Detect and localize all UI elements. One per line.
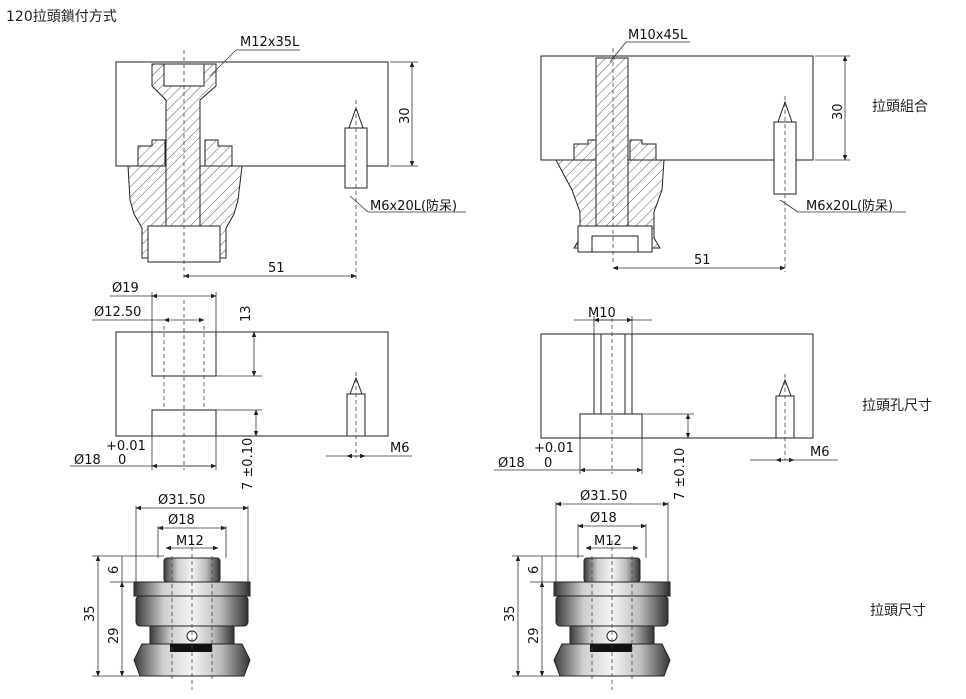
- left-hole-view: Ø19 Ø12.50 13 +0.01 0 Ø18 7 ±0.10 M6: [70, 281, 412, 490]
- right-d3150: Ø31.50: [580, 489, 627, 504]
- right-bolt-label: M10x45L: [628, 28, 688, 43]
- right-d18: Ø18: [498, 456, 525, 471]
- left-assembly-view: M12x35L 30 M6x20L(防呆) 51: [115, 35, 466, 280]
- right-tol-zero: 0: [544, 456, 552, 471]
- right-bolt: [595, 57, 629, 227]
- left-depth7: 7 ±0.10: [241, 438, 256, 490]
- right-h6: 6: [527, 566, 542, 574]
- left-d18: Ø18: [74, 453, 101, 468]
- left-h35: 35: [83, 605, 98, 622]
- right-h29: 29: [527, 627, 542, 644]
- left-plate-height: 30: [398, 107, 413, 124]
- right-stud-view: Ø31.50 Ø18 M12 35 29 6: [503, 489, 671, 690]
- label-hole-size: 拉頭孔尺寸: [862, 398, 932, 414]
- right-m6: M6: [810, 445, 830, 460]
- left-offset: 51: [268, 261, 285, 276]
- right-tol-plus: +0.01: [534, 441, 574, 456]
- right-h35: 35: [503, 605, 518, 622]
- left-h6: 6: [107, 566, 122, 574]
- right-offset: 51: [694, 253, 711, 268]
- left-tol-plus: +0.01: [106, 439, 146, 454]
- left-d3150: Ø31.50: [158, 493, 205, 508]
- right-pin-label: M6x20L(防呆): [806, 198, 893, 214]
- left-d1250: Ø12.50: [94, 305, 141, 320]
- left-pin-label: M6x20L(防呆): [370, 198, 457, 214]
- label-stud-size: 拉頭尺寸: [870, 603, 926, 619]
- left-d18b: Ø18: [168, 513, 195, 528]
- left-m6: M6: [390, 441, 410, 456]
- right-depth7: 7 ±0.10: [673, 448, 688, 500]
- left-tol-zero: 0: [118, 453, 126, 468]
- left-h29: 29: [107, 627, 122, 644]
- left-bolt-label: M12x35L: [240, 35, 300, 50]
- right-assembly-view: M10x45L 30 M6x20L(防呆) 51: [540, 28, 906, 272]
- left-depth13: 13: [239, 305, 254, 322]
- right-m10: M10: [588, 306, 616, 321]
- left-m12: M12: [176, 534, 204, 549]
- left-d19: Ø19: [112, 281, 139, 296]
- right-plate-height: 30: [831, 103, 846, 120]
- label-assembly: 拉頭組合: [872, 99, 928, 115]
- right-d18b: Ø18: [590, 511, 617, 526]
- right-m12: M12: [594, 534, 622, 549]
- right-plate: [540, 55, 814, 161]
- drawing-title: 120拉頭鎖付方式: [6, 9, 117, 25]
- right-hole-view: M10 +0.01 0 Ø18 7 ±0.10 M6: [494, 306, 838, 500]
- left-stud-view: Ø31.50 Ø18 M12 35 29 6: [83, 493, 251, 690]
